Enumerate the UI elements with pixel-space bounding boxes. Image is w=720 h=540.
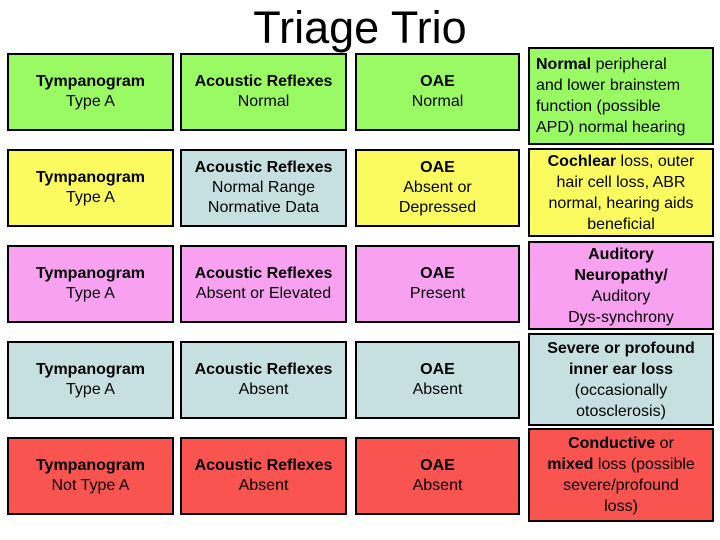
cell-text-line: inner ear loss xyxy=(568,360,674,378)
cell-text-line: OAE xyxy=(420,361,455,378)
cell-text-line: loss) xyxy=(604,498,638,515)
cell-text-line: OAE xyxy=(420,265,455,282)
cell-text-line: (occasionally xyxy=(574,381,668,399)
cell-text-line: Absent or xyxy=(403,179,472,196)
cell-text-line: Absent xyxy=(412,381,463,398)
cell-text-line: Tympanogram xyxy=(35,73,146,90)
cell-text-line: OAE xyxy=(420,159,455,176)
cell-text-line: and lower brainstem xyxy=(536,77,681,94)
cell-text-line: Not Type A xyxy=(51,477,130,494)
cell-text-line: Severe or profound xyxy=(547,339,695,357)
cell-text-line: Type A xyxy=(66,285,115,302)
cell-text-line: Normal xyxy=(237,93,290,110)
cell-text-line: APD) normal hearing xyxy=(536,119,686,136)
cell-text-line: Absent xyxy=(238,477,289,494)
cell-text-line: Type A xyxy=(66,381,115,398)
cell-text-line: Tympanogram xyxy=(35,265,146,282)
cell-text-line: severe/profound xyxy=(563,477,679,494)
cell-text-line: Conductive or xyxy=(568,435,674,452)
cell-text-line: Acoustic Reflexes xyxy=(194,361,333,378)
cell-text-line: Dys-synchrony xyxy=(568,308,674,326)
cell-interpretation-severe-inner-ear-loss: Severe or profound inner ear loss (occasio… xyxy=(528,333,714,426)
cell-text-line: Acoustic Reflexes xyxy=(194,73,333,90)
cell-text-line: Normal peripheral xyxy=(536,56,667,73)
cell-text-line: function (possible xyxy=(536,98,661,115)
cell-text-line: OAE xyxy=(420,457,455,474)
cell-text-line: Present xyxy=(409,285,466,302)
cell-text-line: OAE xyxy=(420,73,455,90)
cell-text-line: hair cell loss, ABR xyxy=(556,173,686,191)
cell-text-line: Auditory xyxy=(591,287,651,305)
cell-interpretation-normal-hearing: Normal peripheral and lower brainstem func… xyxy=(528,47,714,145)
cell-text-line: Tympanogram xyxy=(35,361,146,378)
cell-text-line: Normative Data xyxy=(207,199,320,216)
cell-oae-cochlear-loss: OAE Absent or Depressed xyxy=(355,149,520,227)
cell-text-line: Auditory xyxy=(588,245,654,263)
cell-text-line: Type A xyxy=(66,93,115,110)
cell-text-line: Tympanogram xyxy=(35,169,146,186)
cell-text-line: Type A xyxy=(66,189,115,206)
cell-oae-auditory-neuropathy: OAE Present xyxy=(355,245,520,323)
cell-text-line: Absent xyxy=(238,381,289,398)
cell-text-line: Acoustic Reflexes xyxy=(194,159,333,176)
cell-text-line: Normal xyxy=(411,93,464,110)
cell-text-line: normal, hearing aids xyxy=(548,194,694,212)
cell-text-line: Cochlear loss, outer xyxy=(547,152,695,170)
cell-oae-normal-hearing: OAE Normal xyxy=(355,53,520,131)
cell-text-line: Tympanogram xyxy=(35,457,146,474)
cell-text-line: otosclerosis) xyxy=(576,402,666,420)
cell-text-line: Acoustic Reflexes xyxy=(194,265,333,282)
cell-text-line: beneficial xyxy=(587,215,655,233)
cell-text-line: Absent or Elevated xyxy=(195,285,332,302)
cell-text-line: Absent xyxy=(412,477,463,494)
cell-text-line: Acoustic Reflexes xyxy=(194,457,333,474)
cell-interpretation-conductive-mixed-loss: Conductive or mixed loss (possible severe/… xyxy=(528,428,714,522)
cell-interpretation-cochlear-loss: Cochlear loss, outer hair cell loss, ABR n… xyxy=(528,148,714,237)
slide-title: Triage Trio xyxy=(253,2,467,53)
cell-text-line: Normal Range xyxy=(211,179,316,196)
cell-oae-conductive-mixed-loss: OAE Absent xyxy=(355,437,520,515)
cell-oae-severe-inner-ear-loss: OAE Absent xyxy=(355,341,520,419)
cell-text-line: mixed loss (possible xyxy=(547,456,695,473)
cell-text-line: Depressed xyxy=(398,199,477,216)
cell-text-line: Neuropathy/ xyxy=(574,266,668,284)
